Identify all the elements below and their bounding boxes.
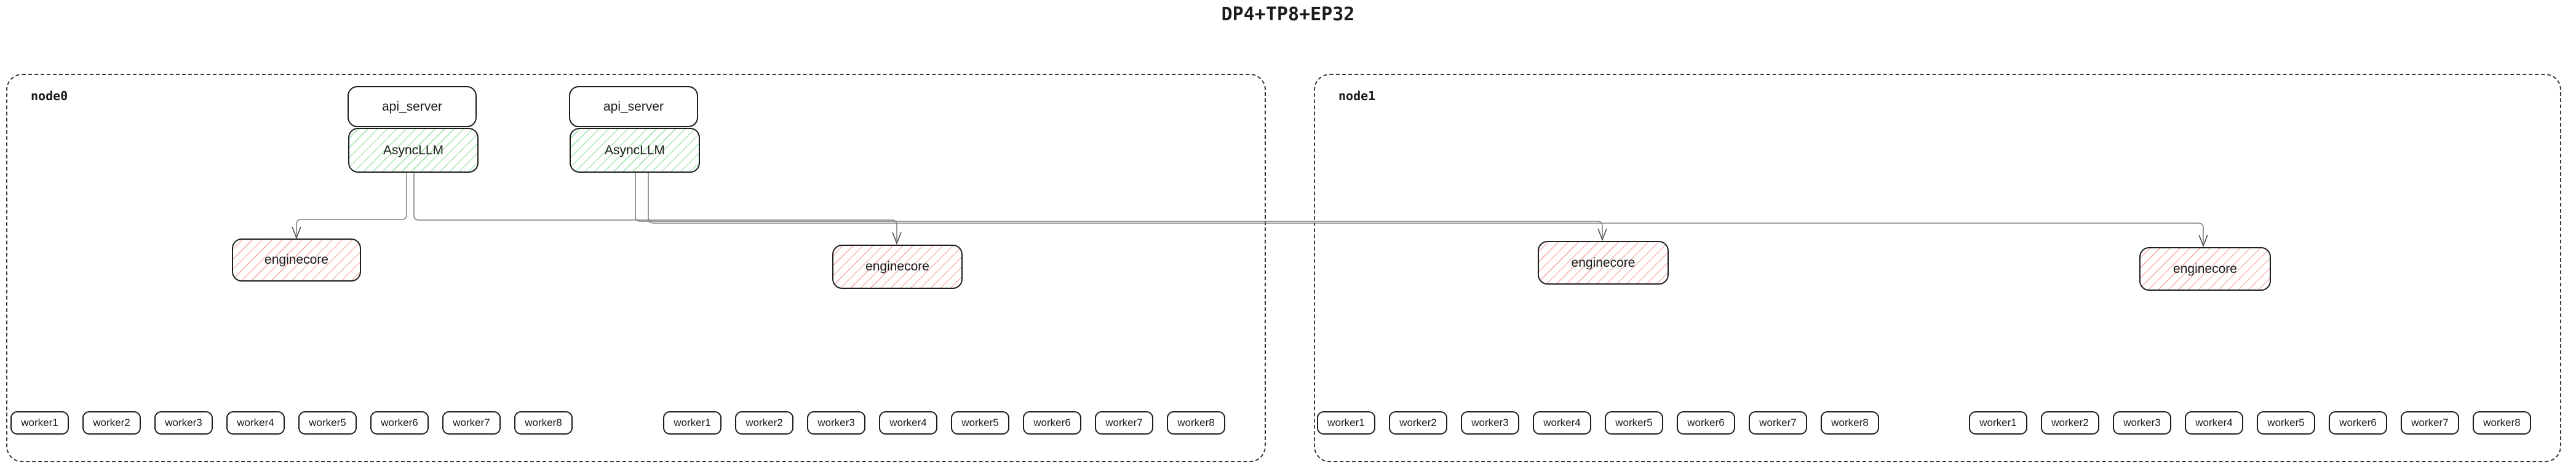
worker-box-node1-g0-7: worker7 bbox=[1749, 411, 1807, 435]
node0-container: node0 bbox=[6, 74, 1266, 462]
worker-box-node0-g1-2: worker2 bbox=[735, 411, 793, 435]
enginecore-label-2: enginecore bbox=[865, 259, 929, 274]
worker-box-node1-g0-1: worker1 bbox=[1317, 411, 1375, 435]
worker-box-node0-g0-1: worker1 bbox=[10, 411, 69, 435]
worker-box-node0-g1-5: worker5 bbox=[951, 411, 1009, 435]
enginecore-label-4: enginecore bbox=[2173, 261, 2237, 276]
worker-box-node1-g1-8: worker8 bbox=[2473, 411, 2531, 435]
diagram-title: DP4+TP8+EP32 bbox=[1221, 4, 1355, 25]
api-server-box-1: api_server bbox=[348, 86, 477, 127]
worker-box-node1-g1-3: worker3 bbox=[2113, 411, 2171, 435]
worker-box-node1-g1-6: worker6 bbox=[2329, 411, 2387, 435]
enginecore-box-2: enginecore bbox=[832, 245, 963, 289]
enginecore-label-3: enginecore bbox=[1571, 255, 1636, 270]
api-server-label-2: api_server bbox=[603, 99, 664, 114]
enginecore-box-4: enginecore bbox=[2139, 247, 2271, 291]
worker-box-node0-g0-6: worker6 bbox=[370, 411, 429, 435]
asyncllm-label-1: AsyncLLM bbox=[383, 143, 444, 157]
worker-box-node0-g1-6: worker6 bbox=[1023, 411, 1081, 435]
worker-box-node0-g0-5: worker5 bbox=[298, 411, 357, 435]
enginecore-box-1: enginecore bbox=[232, 238, 361, 282]
asyncllm-box-2: AsyncLLM bbox=[570, 128, 700, 173]
worker-box-node1-g0-4: worker4 bbox=[1533, 411, 1591, 435]
node1-container: node1 bbox=[1314, 74, 2561, 462]
worker-box-node1-g0-6: worker6 bbox=[1677, 411, 1735, 435]
worker-box-node0-g0-2: worker2 bbox=[82, 411, 141, 435]
worker-box-node0-g1-1: worker1 bbox=[663, 411, 722, 435]
enginecore-label-1: enginecore bbox=[264, 253, 328, 267]
worker-box-node1-g0-3: worker3 bbox=[1461, 411, 1519, 435]
worker-box-node0-g0-3: worker3 bbox=[154, 411, 213, 435]
worker-box-node0-g1-3: worker3 bbox=[807, 411, 865, 435]
worker-box-node1-g1-2: worker2 bbox=[2041, 411, 2099, 435]
worker-box-node1-g1-1: worker1 bbox=[1969, 411, 2027, 435]
worker-box-node0-g1-4: worker4 bbox=[879, 411, 937, 435]
node0-label: node0 bbox=[31, 89, 68, 103]
worker-box-node1-g1-7: worker7 bbox=[2401, 411, 2459, 435]
worker-box-node0-g1-8: worker8 bbox=[1167, 411, 1225, 435]
worker-box-node0-g1-7: worker7 bbox=[1095, 411, 1153, 435]
worker-box-node1-g1-4: worker4 bbox=[2185, 411, 2243, 435]
api-server-label-1: api_server bbox=[381, 99, 443, 114]
worker-box-node0-g0-7: worker7 bbox=[442, 411, 501, 435]
worker-box-node1-g0-2: worker2 bbox=[1389, 411, 1447, 435]
worker-box-node1-g0-8: worker8 bbox=[1821, 411, 1879, 435]
worker-box-node1-g1-5: worker5 bbox=[2257, 411, 2315, 435]
node1-label: node1 bbox=[1338, 89, 1376, 103]
enginecore-box-3: enginecore bbox=[1538, 241, 1669, 285]
worker-box-node1-g0-5: worker5 bbox=[1605, 411, 1663, 435]
api-server-box-2: api_server bbox=[569, 86, 698, 127]
asyncllm-label-2: AsyncLLM bbox=[604, 143, 666, 157]
asyncllm-box-1: AsyncLLM bbox=[348, 128, 479, 173]
worker-box-node0-g0-4: worker4 bbox=[226, 411, 285, 435]
worker-box-node0-g0-8: worker8 bbox=[514, 411, 573, 435]
